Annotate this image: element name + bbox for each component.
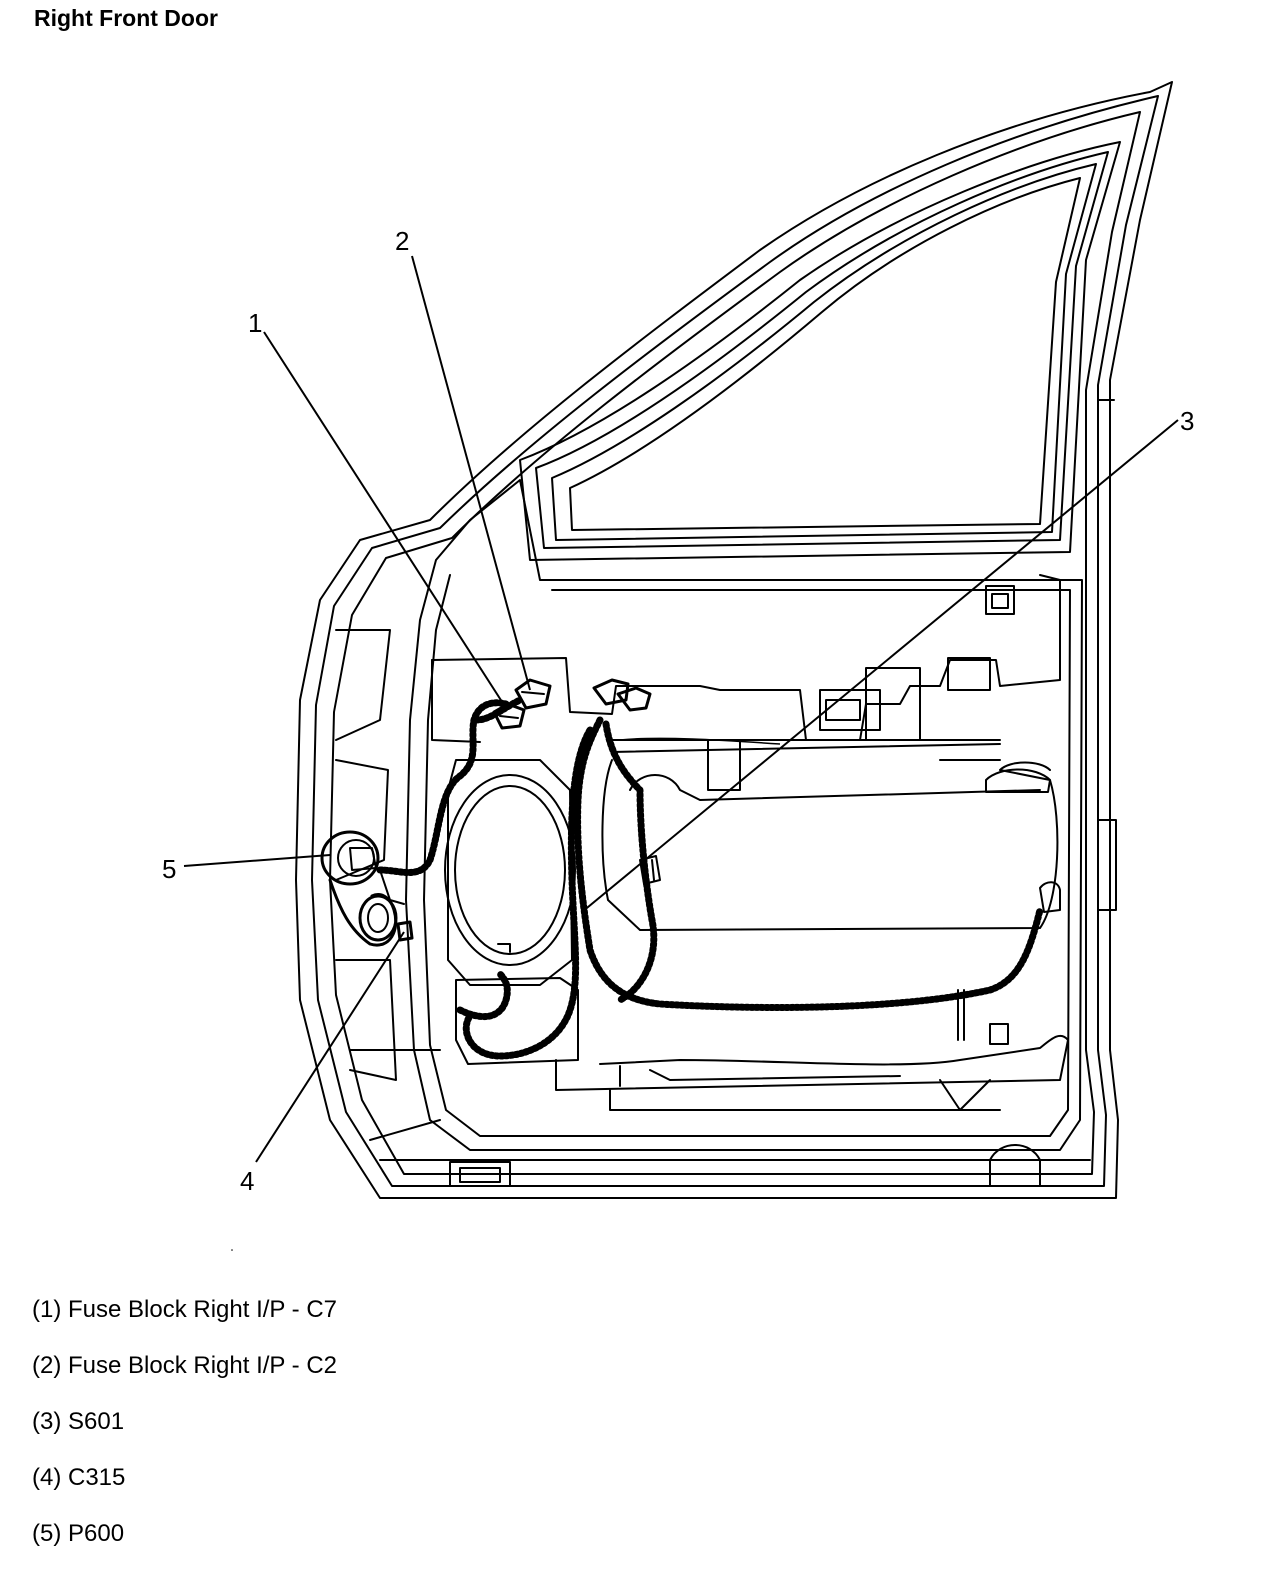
- callout-leaders: [183, 255, 1179, 1163]
- inner-panel: [335, 479, 1091, 1187]
- legend-item-5: (5) P600: [32, 1520, 125, 1547]
- legend-item-3: (3) S601: [32, 1408, 125, 1435]
- upper-module-panel: [431, 574, 1061, 753]
- callout-legend: (1) Fuse Block Right I/P - C7 (2) Fuse B…: [32, 1296, 337, 1576]
- legend-item-1: (1) Fuse Block Right I/P - C7: [32, 1296, 337, 1323]
- door-frame: [295, 81, 1173, 1199]
- callout-number-5: 5: [162, 854, 176, 884]
- legend-item-2: (2) Fuse Block Right I/P - C2: [32, 1352, 337, 1379]
- callout-number-2: 2: [395, 226, 409, 256]
- speaker: [444, 759, 576, 986]
- rear-edge-hardware: [1039, 399, 1117, 913]
- lower-pocket: [455, 977, 1069, 1111]
- handle-area: [601, 739, 1059, 931]
- leader-5: [183, 854, 331, 867]
- diagram-title: Right Front Door: [34, 5, 218, 31]
- window-opening: [519, 141, 1121, 561]
- leader-2: [411, 255, 531, 691]
- door-wiring-diagram: 1 2 3 4 5: [162, 81, 1194, 1251]
- leader-1: [263, 331, 507, 709]
- legend-item-4: (4) C315: [32, 1464, 126, 1491]
- callout-number-3: 3: [1180, 406, 1194, 436]
- leader-4: [255, 931, 405, 1163]
- leader-3: [581, 419, 1179, 913]
- callout-number-1: 1: [248, 308, 262, 338]
- wiring-harness: [376, 696, 1044, 1060]
- stray-mark: [231, 1249, 233, 1251]
- callout-number-4: 4: [240, 1166, 254, 1196]
- callout-numbers: 1 2 3 4 5: [162, 226, 1194, 1196]
